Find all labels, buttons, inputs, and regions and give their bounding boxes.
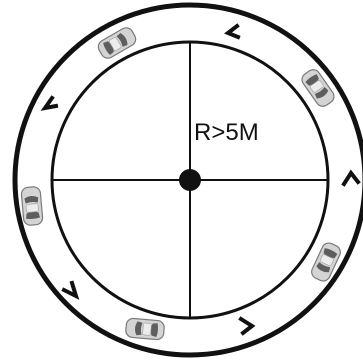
center-dot-icon bbox=[179, 169, 201, 191]
direction-arrow-icon bbox=[45, 98, 56, 108]
radius-label: R>5M bbox=[194, 119, 259, 146]
direction-arrow-icon bbox=[64, 283, 76, 296]
direction-arrow-icon bbox=[241, 319, 252, 333]
direction-arrow-icon bbox=[228, 26, 238, 37]
direction-arrow-icon bbox=[344, 173, 358, 184]
car-icon bbox=[21, 186, 43, 226]
car-icon bbox=[125, 318, 165, 340]
